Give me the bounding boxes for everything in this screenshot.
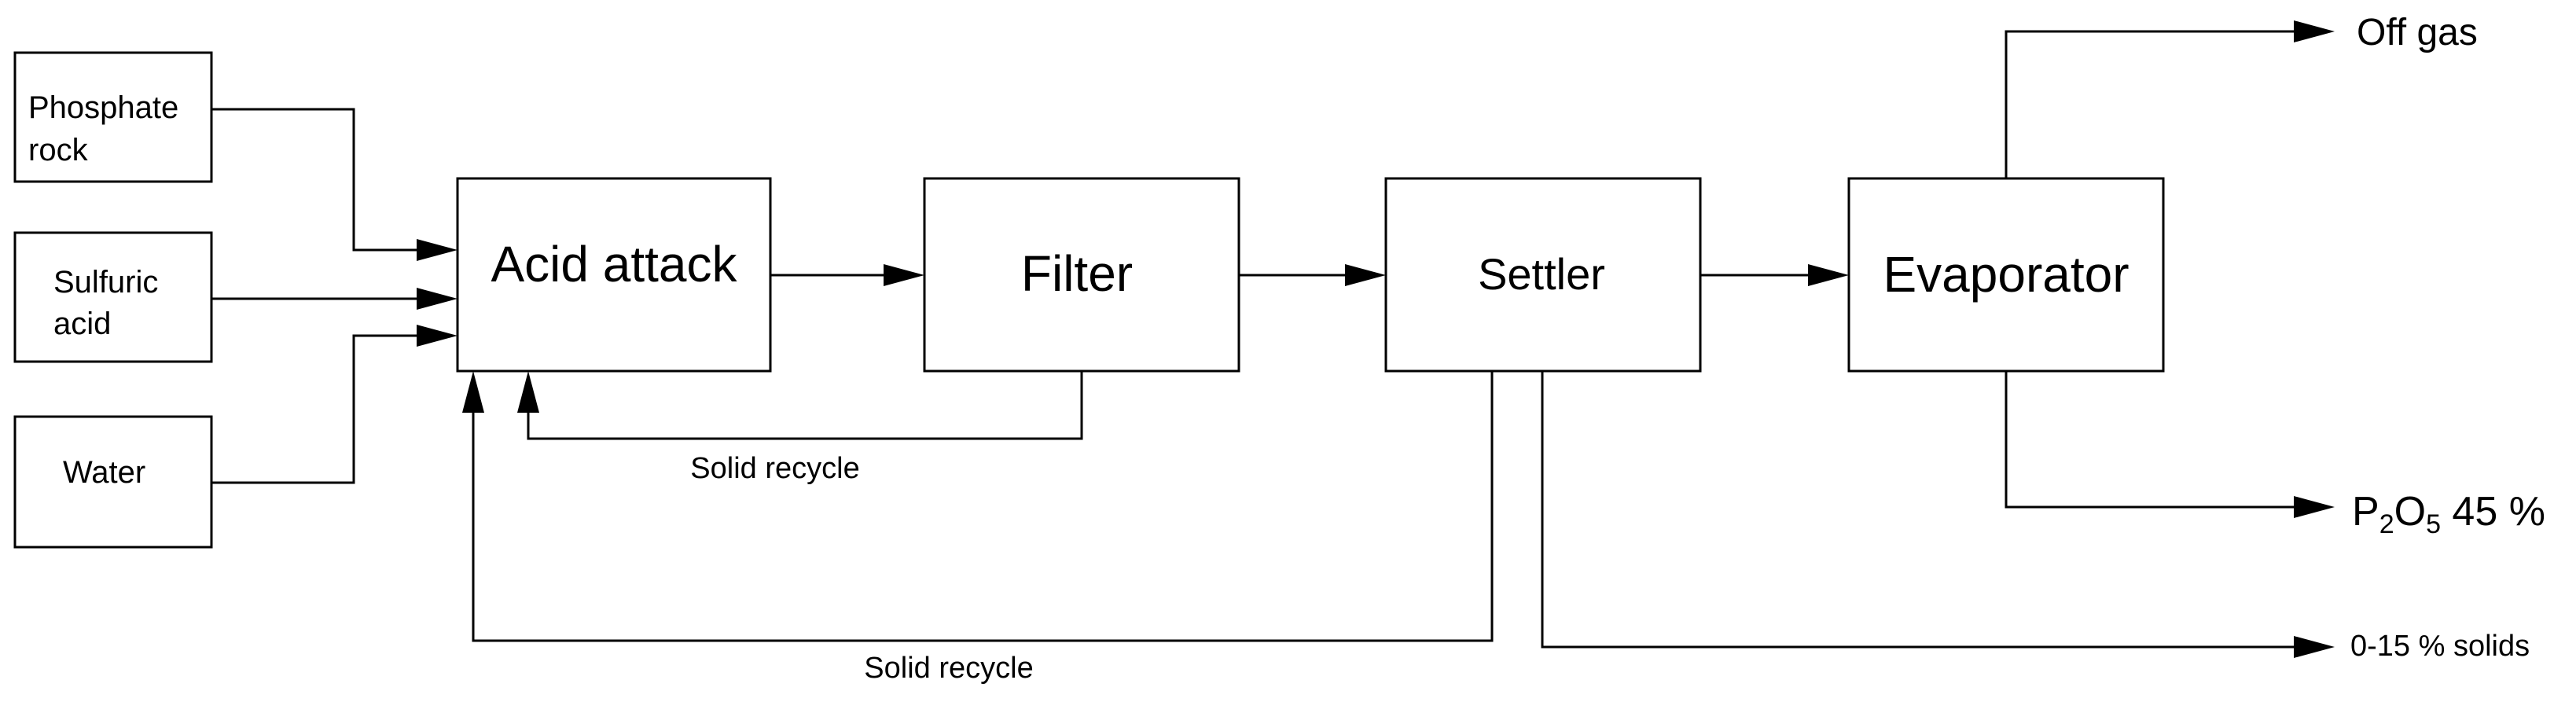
stream-filter-solid-recycle: Solid recycle [517,371,1083,485]
stream-settler-solid-recycle-arrowhead [462,371,484,413]
stream-water [211,325,458,484]
stream-filter-solid-recycle-line [527,371,1083,440]
stream-sulfuric-acid [211,288,458,310]
input-phosphate-rock-label-line2: rock [28,133,89,167]
input-sulfuric-acid-box [13,231,213,363]
unit-filter: Filter [923,177,1240,373]
output-product-sub2: 5 [2426,509,2441,539]
input-sulfuric-acid-label-line2: acid [53,307,111,341]
stream-product: P2O5 45 % [2005,371,2545,539]
unit-acid-attack-label: Acid attack [491,236,737,292]
unit-settler: Settler [1384,177,1702,373]
input-sulfuric-acid-label-line1: Sulfuric [53,265,158,300]
unit-evaporator-label: Evaporator [1883,246,2129,303]
stream-solids-outlet-arrowhead [2294,636,2335,658]
unit-settler-box [1384,177,1702,373]
stream-solids-outlet: 0-15 % solids [1541,371,2530,663]
output-product-rest: 45 % [2441,489,2545,535]
input-phosphate-rock-box [13,51,213,183]
unit-filter-label: Filter [1021,245,1133,302]
stream-settler-to-evaporator-arrowhead [1808,264,1849,286]
stream-acid-attack-to-filter [770,264,924,286]
input-water-box [13,415,213,549]
unit-settler-label: Settler [1478,249,1605,299]
stream-sulfuric-acid-arrowhead [417,288,458,310]
stream-settler-to-evaporator [1700,264,1849,286]
stream-off-gas: Off gas [2005,12,2478,178]
input-sulfuric-acid: Sulfuric acid [13,231,213,363]
stream-filter-solid-recycle-label: Solid recycle [690,452,859,485]
unit-acid-attack-box [456,177,772,373]
unit-evaporator: Evaporator [1847,177,2165,373]
stream-off-gas-arrowhead [2294,20,2335,42]
stream-product-arrowhead [2294,496,2335,518]
stream-filter-to-settler [1239,264,1386,286]
output-product-o: O [2394,489,2426,535]
stream-water-arrowhead [417,325,458,347]
output-product-sub1: 2 [2379,509,2394,539]
stream-phosphate-rock-line [211,108,417,252]
unit-filter-box [923,177,1240,373]
input-phosphate-rock-label-line1: Phosphate [28,90,178,125]
input-water: Water [13,415,213,549]
stream-solids-outlet-line [1541,371,2294,649]
stream-phosphate-rock [211,108,458,261]
output-solids-label: 0-15 % solids [2350,630,2530,663]
stream-off-gas-line [2005,30,2294,178]
stream-filter-to-settler-arrowhead [1345,264,1386,286]
stream-water-line [211,334,417,484]
stream-settler-solid-recycle-line [472,371,1494,642]
input-phosphate-rock: Phosphate rock [13,51,213,183]
output-off-gas-label: Off gas [2357,12,2478,53]
stream-settler-solid-recycle: Solid recycle [462,371,1494,685]
stream-acid-attack-to-filter-arrowhead [884,264,924,286]
output-product-p: P [2352,489,2379,535]
stream-settler-solid-recycle-label: Solid recycle [864,652,1033,685]
unit-acid-attack: Acid attack [456,177,772,373]
stream-filter-solid-recycle-arrowhead [517,371,539,413]
output-product-label: P2O5 45 % [2352,489,2545,539]
input-water-label: Water [63,455,145,490]
stream-phosphate-rock-arrowhead [417,239,458,261]
stream-product-line [2005,371,2294,509]
